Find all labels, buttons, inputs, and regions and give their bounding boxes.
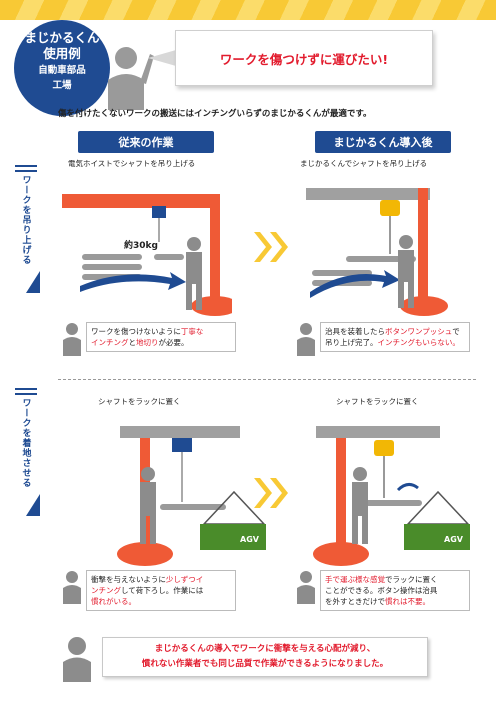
side-label-land: ワークを着地させる — [10, 388, 42, 516]
subtitle-line2: 工場 — [52, 80, 72, 91]
column-header-before: 従来の作業 — [78, 131, 214, 153]
column-header-after: まじかるくん導入後 — [315, 131, 451, 153]
note-highlight: ボタンワンプッシュ — [385, 327, 453, 336]
worker-person-icon — [63, 323, 81, 356]
note-text: ことができる。ボタン操作は治具 — [325, 586, 438, 595]
side-label-land-text: ワークを着地させる — [20, 398, 31, 488]
section-divider — [58, 379, 476, 380]
note-text: と — [128, 338, 137, 347]
top-yellow-band — [0, 0, 496, 20]
title-line1: まじかるくん — [24, 30, 100, 45]
transition-arrow-2 — [254, 478, 288, 508]
note-text: ワークを傷つけないように — [91, 327, 181, 336]
note-highlight: 地切り — [136, 338, 159, 347]
agv-label: AGV — [240, 535, 260, 544]
transition-arrow-1 — [254, 232, 288, 262]
note-highlight: 慣れがいる。 — [91, 597, 136, 606]
headline-text: ワークを傷つけずに運びたい! — [219, 51, 389, 67]
scene-land-after: AGV — [313, 426, 470, 566]
agv-label: AGV — [444, 535, 464, 544]
note-text: を外すときだけで — [325, 597, 385, 606]
note-lift-after-box: 治具を装着したらボタンワンプッシュで吊り上げ完了。インチングもいらない。 — [320, 322, 470, 352]
note-text: 衝撃を与えないように — [91, 575, 166, 584]
caption-lift-before: 電気ホイストでシャフトを吊り上げる — [68, 159, 196, 168]
side-bars-decor — [15, 388, 37, 398]
raised-hand-person-icon — [108, 47, 154, 110]
title-badge: まじかるくん 使用例 自動車部品 工場 — [14, 20, 110, 116]
note-text: でラックに置く — [385, 575, 438, 584]
note-highlight: 丁寧な — [180, 327, 204, 336]
headline-bubble: ワークを傷つけずに運びたい! — [175, 30, 433, 86]
note-highlight: インチング — [91, 338, 129, 347]
note-land-after-box: 手で運ぶ様な感覚でラックに置くことができる。ボタン操作は治具を外すときだけで慣れ… — [320, 570, 470, 611]
note-land-before-box: 衝撃を与えないように少しずつインチングして荷下ろし。作業には慣れがいる。 — [86, 570, 236, 611]
subtitle-line1: 自動車部品 — [38, 65, 86, 76]
note-highlight: 慣れは不要。 — [385, 597, 430, 606]
note-highlight: 少しずつイ — [165, 575, 204, 584]
lead-text: 傷を付けたくないワークの搬送にはインチングいらずのまじかるくんが最適です。 — [58, 109, 372, 119]
side-triangle-decor — [12, 271, 40, 293]
speech-bubble-tail — [148, 50, 176, 66]
note-text: で吊り上げ完了。 — [325, 327, 460, 347]
conclusion-person-icon — [63, 637, 91, 682]
note-highlight: ンチング — [91, 586, 121, 595]
conclusion-box: まじかるくんの導入でワークに衝撃を与える心配が減り、 慣れない作業者でも同じ品質… — [102, 637, 428, 677]
caption-land-after: シャフトをラックに置く — [336, 397, 419, 406]
note-highlight: インチングもいらない。 — [377, 338, 460, 347]
side-triangle-decor — [12, 494, 40, 516]
note-highlight: 手で運ぶ様な感覚 — [325, 575, 385, 584]
caption-land-before: シャフトをラックに置く — [98, 397, 181, 406]
title-line2: 使用例 — [43, 46, 81, 61]
side-label-lift-text: ワークを吊り上げる — [20, 175, 31, 265]
conclusion-line2: 慣れない作業者でも同じ品質で作業ができるようになりました。 — [141, 659, 389, 669]
scene-lift-before: 約30kg — [62, 194, 232, 316]
worker-person-icon — [297, 323, 315, 356]
weight-label: 約30kg — [124, 239, 158, 251]
scene-lift-after — [306, 188, 448, 316]
worker-person-icon — [297, 571, 315, 604]
side-label-lift: ワークを吊り上げる — [10, 165, 42, 293]
note-text: が必要。 — [158, 338, 189, 347]
caption-lift-after: まじかるくんでシャフトを吊り上げる — [300, 159, 428, 168]
worker-person-icon — [63, 571, 81, 604]
note-text: して荷下ろし。作業には — [121, 586, 204, 595]
scene-land-before: AGV — [117, 426, 266, 566]
note-lift-before-box: ワークを傷つけないように丁寧なインチングと地切りが必要。 — [86, 322, 236, 352]
side-bars-decor — [15, 165, 37, 175]
conclusion-line1: まじかるくんの導入でワークに衝撃を与える心配が減り、 — [154, 644, 376, 654]
note-text: 治具を装着したら — [325, 327, 385, 336]
